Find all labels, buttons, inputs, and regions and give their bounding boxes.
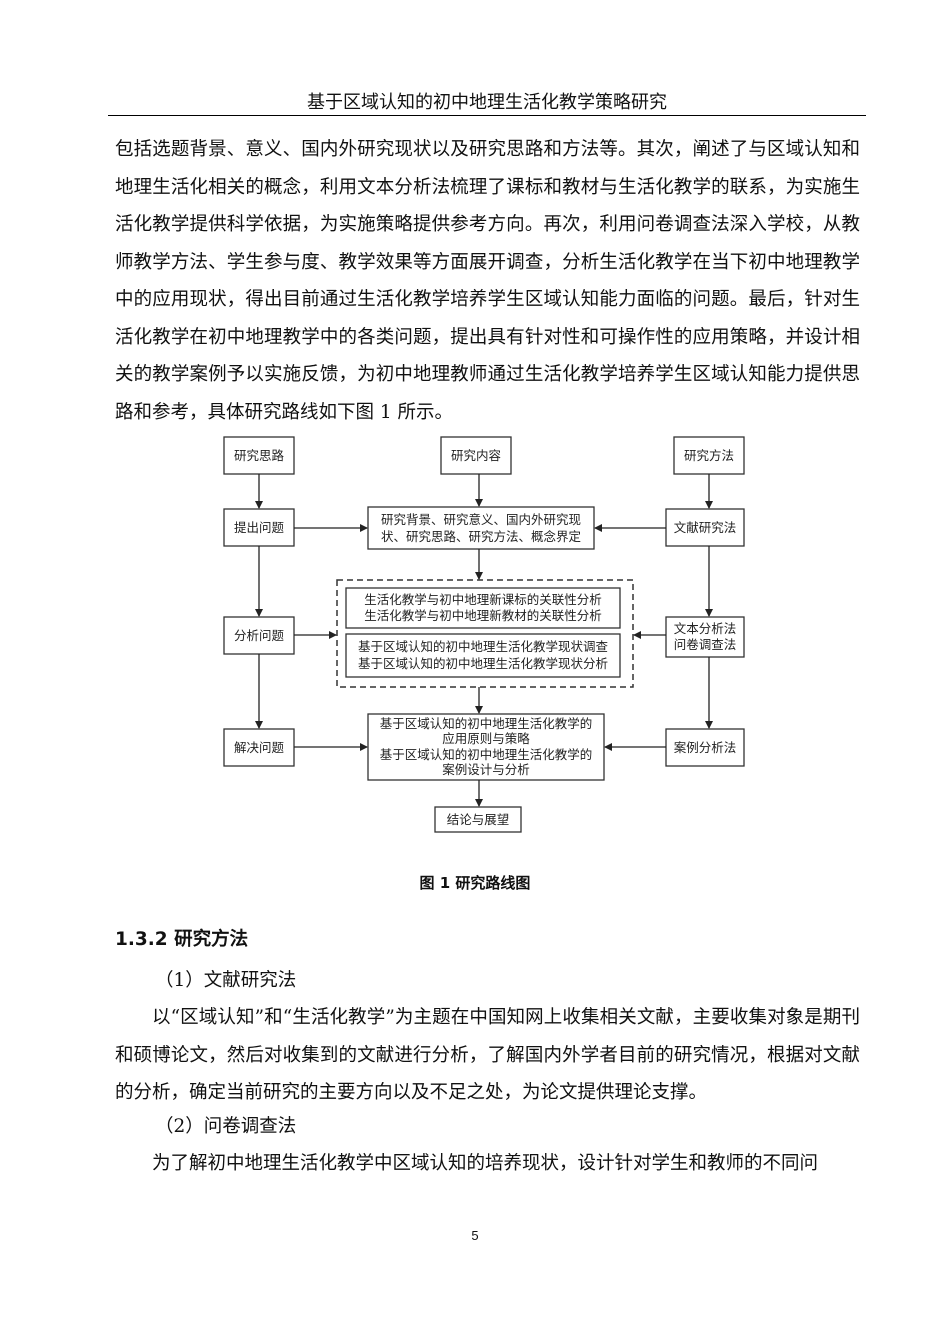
content-background-line2: 状、研究思路、研究方法、概念界定 xyxy=(381,529,581,544)
step-analyze-problem: 分析问题 xyxy=(234,628,285,643)
content-strategy-line2: 应用原则与策略 xyxy=(442,731,530,746)
research-route-diagram: 研究思路 研究内容 研究方法 提出问题 分析问题 解决问题 文献研究法 文本分析… xyxy=(222,432,758,834)
method-2-title: （2）问卷调查法 xyxy=(155,1116,297,1137)
method-questionnaire: 问卷调查法 xyxy=(674,637,737,652)
step-raise-problem: 提出问题 xyxy=(234,520,285,535)
step-solve-problem: 解决问题 xyxy=(234,740,285,755)
analysis-dashed-group xyxy=(336,579,634,688)
head-method: 研究方法 xyxy=(684,448,734,463)
head-box-thinking xyxy=(223,436,295,475)
method-box-text-survey xyxy=(665,616,745,658)
content-strategy-line1: 基于区域认知的初中地理生活化教学的 xyxy=(380,716,593,731)
head-content: 研究内容 xyxy=(451,448,501,463)
content-box-status xyxy=(345,633,621,678)
method-1-title: （1）文献研究法 xyxy=(155,970,297,991)
head-box-method xyxy=(673,436,745,475)
content-box-background xyxy=(367,506,595,550)
head-box-content xyxy=(440,436,512,475)
content-status-line2: 基于区域认知的初中地理生活化教学现状分析 xyxy=(358,656,608,671)
figure-caption: 图 1 研究路线图 xyxy=(419,874,531,892)
content-curriculum-line1: 生活化教学与初中地理新课标的关联性分析 xyxy=(364,592,602,607)
content-strategy-line4: 案例设计与分析 xyxy=(442,762,530,777)
method-box-literature xyxy=(665,508,745,547)
running-header: 基于区域认知的初中地理生活化教学策略研究 xyxy=(307,92,667,113)
method-1-text: 以“区域认知”和“生活化教学”为主题在中国知网上收集相关文献，主要收集对象是期刊… xyxy=(115,1007,860,1103)
content-curriculum-line2: 生活化教学与初中地理新教材的关联性分析 xyxy=(364,608,602,623)
method-2-text: 为了解初中地理生活化教学中区域认知的培养现状，设计针对学生和教师的不同问 xyxy=(152,1153,819,1174)
content-box-curriculum xyxy=(345,587,621,629)
content-status-line1: 基于区域认知的初中地理生活化教学现状调查 xyxy=(358,639,609,654)
head-thinking: 研究思路 xyxy=(234,448,285,463)
page-number: 5 xyxy=(471,1228,479,1243)
section-heading: 1.3.2 研究方法 xyxy=(115,929,249,950)
content-box-strategy xyxy=(367,713,605,781)
header-rule xyxy=(108,115,866,116)
step-box-solve xyxy=(223,728,295,767)
method-literature: 文献研究法 xyxy=(674,520,737,535)
content-conclusion: 结论与展望 xyxy=(447,812,510,827)
content-box-conclusion xyxy=(434,806,522,833)
content-background-line1: 研究背景、研究意义、国内外研究现 xyxy=(381,512,581,527)
intro-paragraph: 包括选题背景、意义、国内外研究现状以及研究思路和方法等。其次，阐述了与区域认知和… xyxy=(115,139,860,423)
method-text-analysis: 文本分析法 xyxy=(674,621,737,636)
content-strategy-line3: 基于区域认知的初中地理生活化教学的 xyxy=(380,747,593,762)
method-case-analysis: 案例分析法 xyxy=(674,740,737,755)
